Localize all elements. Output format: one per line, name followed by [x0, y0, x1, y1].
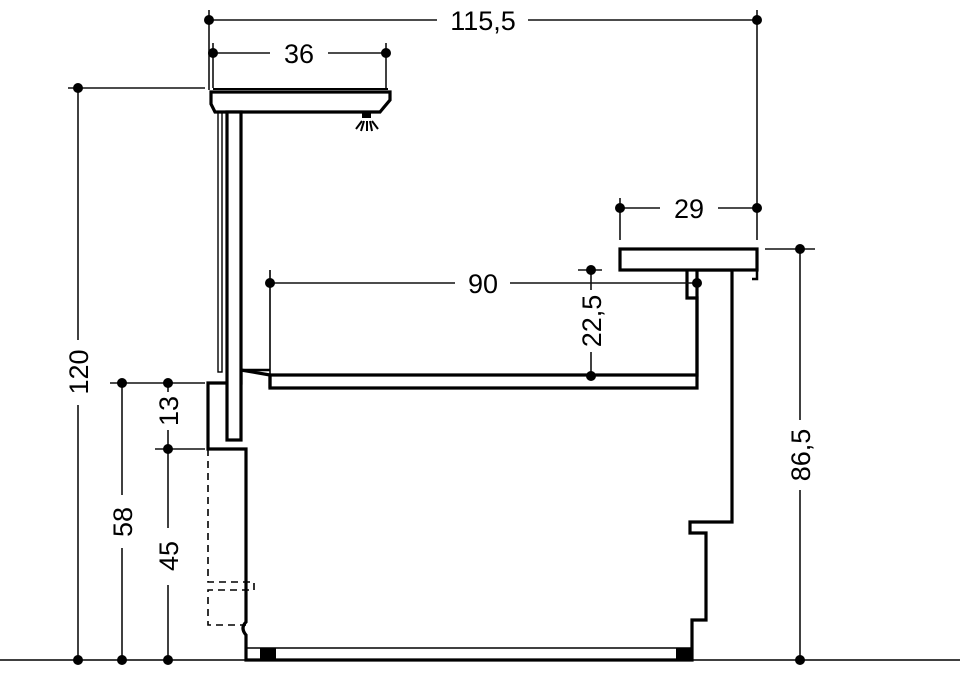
dim-worktop-height: 86,5 [786, 429, 816, 482]
canopy [209, 88, 392, 442]
dim-well-depth: 22,5 [577, 295, 607, 348]
foot-left [260, 648, 276, 660]
light-icon [362, 112, 371, 118]
glass-panel [217, 111, 223, 373]
dim-worktop-depth: 29 [674, 194, 704, 224]
dim-canopy-depth: 36 [284, 39, 314, 69]
dim-plinth: 45 [154, 541, 184, 571]
dimension-lines [68, 10, 815, 665]
worktop [618, 247, 759, 272]
dim-total-width: 115,5 [450, 6, 516, 36]
dim-total-height: 120 [64, 349, 94, 394]
canopy-post [225, 110, 243, 442]
plinth-dashed [207, 449, 255, 626]
light-rays-icon [355, 120, 379, 132]
foot-right [676, 648, 692, 660]
dim-step: 13 [154, 396, 184, 426]
counter-body [206, 247, 759, 662]
dim-well-width: 90 [468, 269, 498, 299]
dim-front-height: 58 [108, 507, 138, 537]
